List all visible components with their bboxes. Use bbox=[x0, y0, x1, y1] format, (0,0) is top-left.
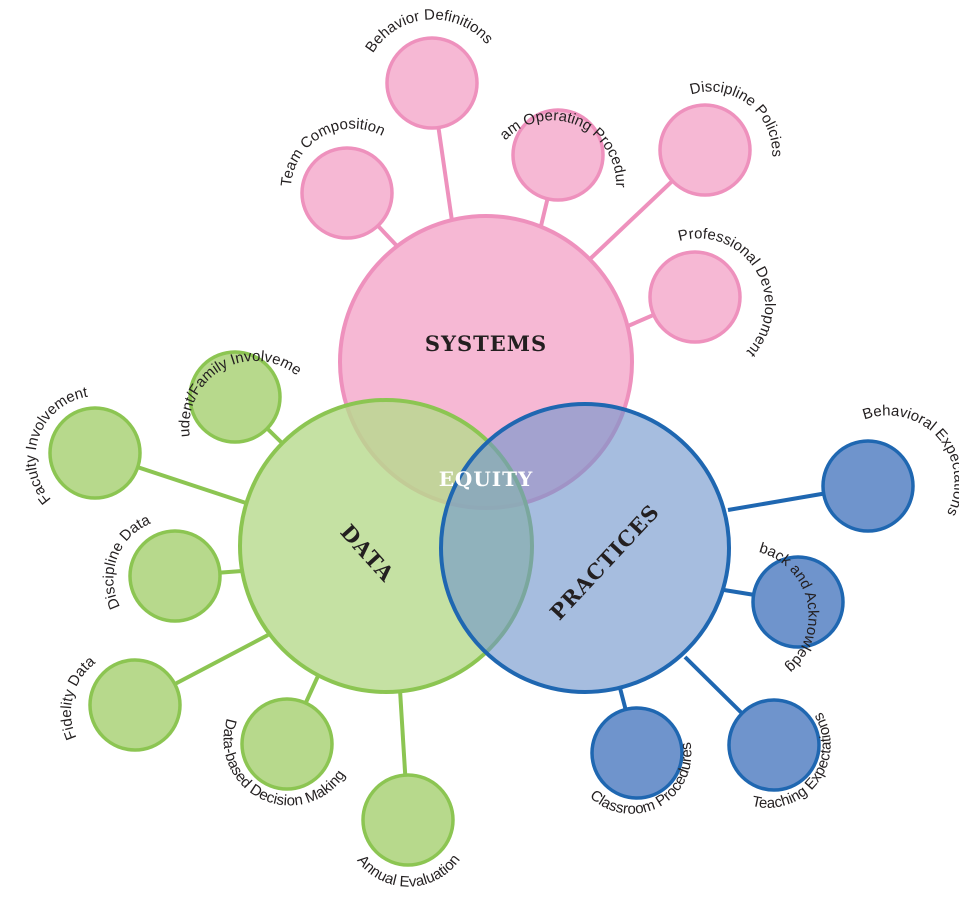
node-discipline-policies bbox=[658, 103, 752, 197]
node-behavioral-expectations bbox=[821, 439, 915, 533]
node-data-based-decision-making bbox=[240, 697, 334, 791]
node-professional-development bbox=[648, 250, 742, 344]
node-student-family-involvement bbox=[188, 350, 282, 444]
node-fidelity-data bbox=[88, 658, 182, 752]
main-circles bbox=[238, 214, 731, 694]
equity-label: EQUITY bbox=[439, 467, 534, 491]
node-faculty-involvement bbox=[48, 406, 142, 500]
satellite-circles bbox=[48, 36, 915, 867]
node-team-operating-procedures bbox=[511, 108, 605, 202]
node-team-composition bbox=[300, 146, 394, 240]
practices-circle bbox=[439, 402, 731, 694]
node-teaching-expectations bbox=[727, 698, 821, 792]
node-classroom-procedures bbox=[590, 706, 684, 800]
systems-label: SYSTEMS bbox=[425, 331, 547, 356]
node-feedback-and-acknowledgement bbox=[751, 555, 845, 649]
node-annual-evaluation bbox=[361, 773, 455, 867]
node-discipline-data bbox=[128, 529, 222, 623]
node-behavior-definitions bbox=[385, 36, 479, 130]
